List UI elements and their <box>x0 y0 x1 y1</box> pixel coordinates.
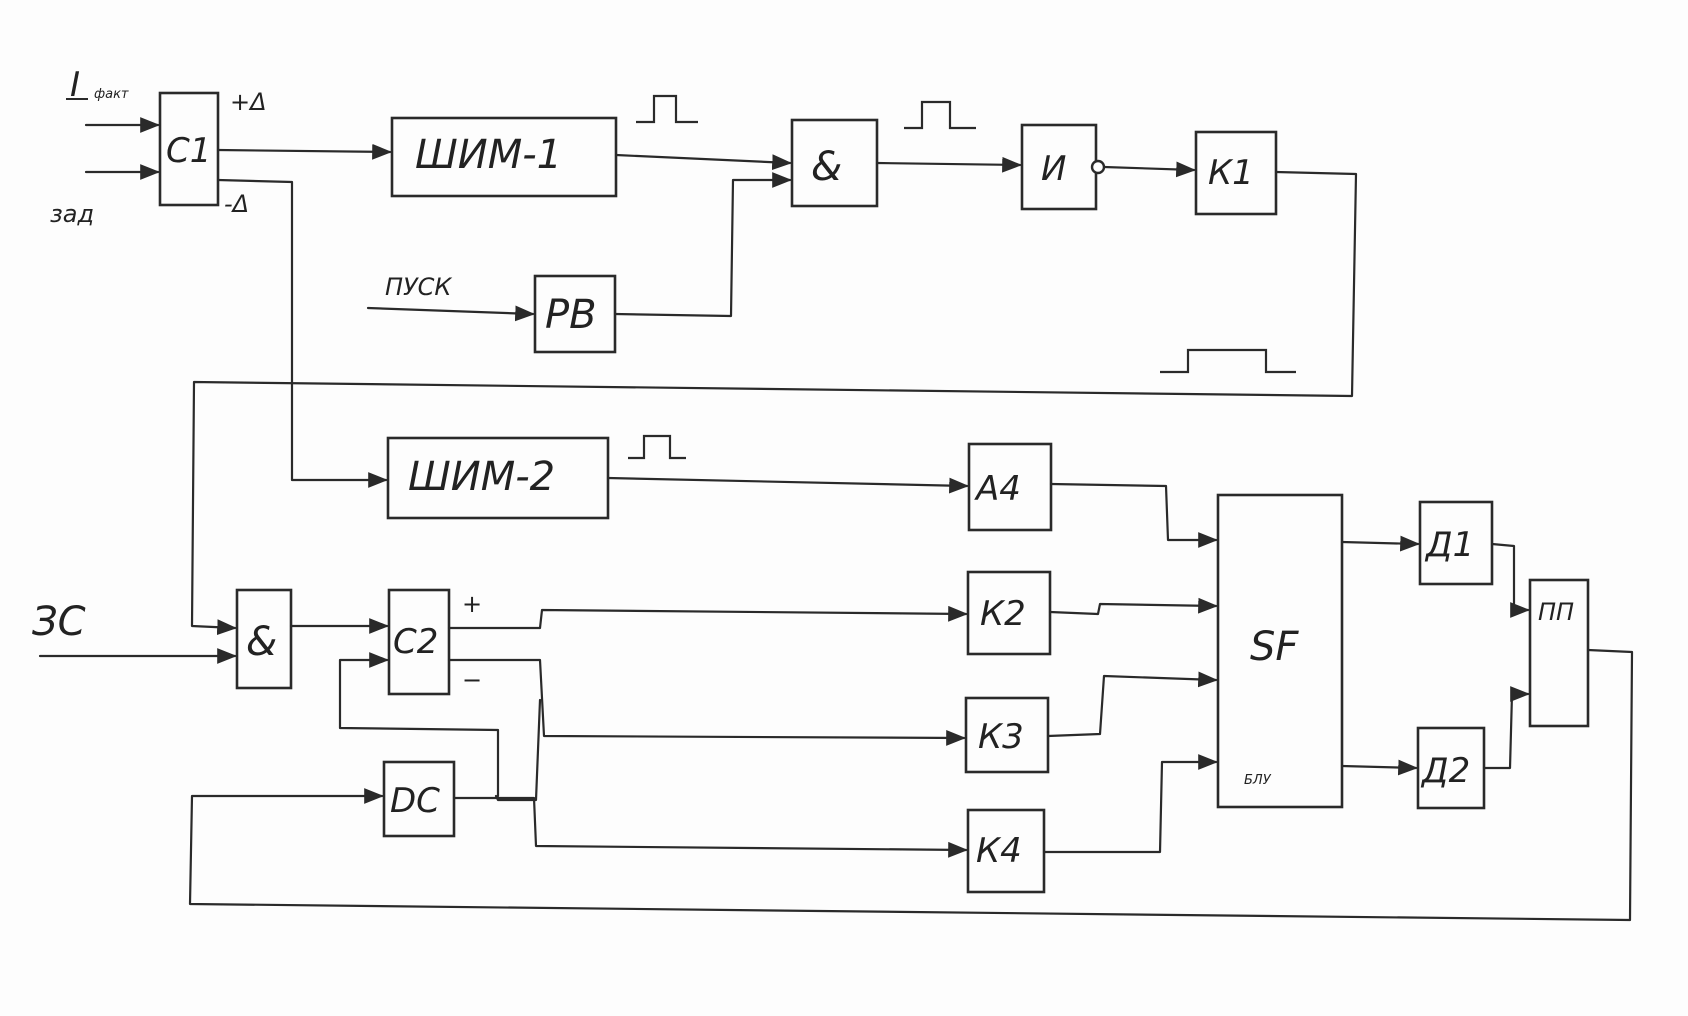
block-c2: С2 <box>387 588 451 696</box>
wire-c2-plus-k2 <box>447 605 968 630</box>
block-rv-label: РВ <box>545 292 597 338</box>
block-c1: C1 <box>158 91 220 207</box>
pulse-shim2-out <box>628 434 686 460</box>
block-dc: DC <box>382 760 456 838</box>
block-c2-label: С2 <box>393 622 438 662</box>
block-k4: К4 <box>966 808 1046 894</box>
block-d2: Д2 <box>1416 726 1486 810</box>
wire-and1-inv <box>875 156 1022 173</box>
block-shim1: ШИМ-1 <box>390 116 618 198</box>
wire-d2-pp <box>1482 686 1530 770</box>
wire-dc-c2 <box>338 652 500 798</box>
wire-c2-minus-k4 <box>494 698 542 802</box>
block-k3: К3 <box>964 696 1050 774</box>
block-k1-label: К1 <box>1208 153 1254 193</box>
block-d1: Д1 <box>1418 500 1494 586</box>
block-d2-label: Д2 <box>1420 751 1470 791</box>
wire-dc-k4 <box>452 796 968 858</box>
wire-c1-shim2 <box>216 178 388 488</box>
block-and2: & <box>235 588 293 690</box>
block-sf-label: SF <box>1250 624 1299 670</box>
block-sf-sublabel: БЛУ <box>1244 773 1272 788</box>
minus-delta-label: -Δ <box>224 190 249 218</box>
c2-plus-label: + <box>462 590 482 618</box>
pulse-k1-feedback <box>1160 348 1296 374</box>
wire-a4-sf <box>1049 482 1218 548</box>
block-k1: К1 <box>1194 130 1278 216</box>
block-and1: & <box>790 118 879 208</box>
wire-k1-feedback <box>190 170 1358 636</box>
i-fact-subscript: факт <box>94 87 129 102</box>
block-c1-label: C1 <box>166 131 211 171</box>
wire-k4-sf <box>1042 754 1218 854</box>
pulse-shim1-out <box>636 94 698 124</box>
pulse-and1-out <box>904 100 976 130</box>
wire-sf-d1 <box>1340 535 1420 552</box>
zs-label: ЗС <box>32 599 86 645</box>
block-shim2-label: ШИМ-2 <box>408 454 555 500</box>
block-pp-label: ПП <box>1538 598 1574 626</box>
wire-k3-sf <box>1046 671 1218 738</box>
input-i-fact: I факт <box>66 65 129 105</box>
c2-minus-label: − <box>462 666 482 694</box>
block-inv-label: И <box>1041 149 1066 189</box>
plus-delta-label: +Δ <box>230 88 267 116</box>
wire-inv-k1 <box>1102 161 1196 178</box>
block-rv: РВ <box>533 274 617 354</box>
block-dc-label: DC <box>390 781 440 821</box>
pusk-label: ПУСК <box>385 273 452 301</box>
wire-shim1-and1 <box>614 153 792 171</box>
block-and1-label: & <box>811 144 842 190</box>
block-k4-label: К4 <box>976 831 1022 871</box>
wire-shim2-a4 <box>606 476 969 494</box>
wire-c2-minus-k3 <box>447 658 966 746</box>
block-a4-label: А4 <box>974 469 1021 509</box>
block-d1-label: Д1 <box>1424 525 1474 565</box>
block-shim1-label: ШИМ-1 <box>415 132 562 178</box>
i-fact-label: I <box>70 65 80 105</box>
wire-pusk-rv <box>366 305 535 322</box>
block-shim2: ШИМ-2 <box>386 436 610 520</box>
wire-rv-and1 <box>613 172 792 318</box>
block-k3-label: К3 <box>978 717 1024 757</box>
block-and2-label: & <box>246 619 277 665</box>
wire-d1-pp <box>1490 542 1530 618</box>
block-a4: А4 <box>967 442 1053 532</box>
block-pp: ПП <box>1528 578 1590 728</box>
block-k2: К2 <box>966 570 1052 656</box>
wire-pp-dc-feedback <box>188 648 1634 922</box>
block-sf: SF БЛУ <box>1216 493 1344 809</box>
wire-c1-shim1 <box>216 143 392 160</box>
wire-sf-d2 <box>1340 759 1418 776</box>
zad-label: зад <box>50 200 94 228</box>
inversion-dot <box>1090 159 1106 175</box>
block-inv: И <box>1020 123 1106 211</box>
wire-k2-sf <box>1048 597 1218 616</box>
block-k2-label: К2 <box>980 594 1026 634</box>
